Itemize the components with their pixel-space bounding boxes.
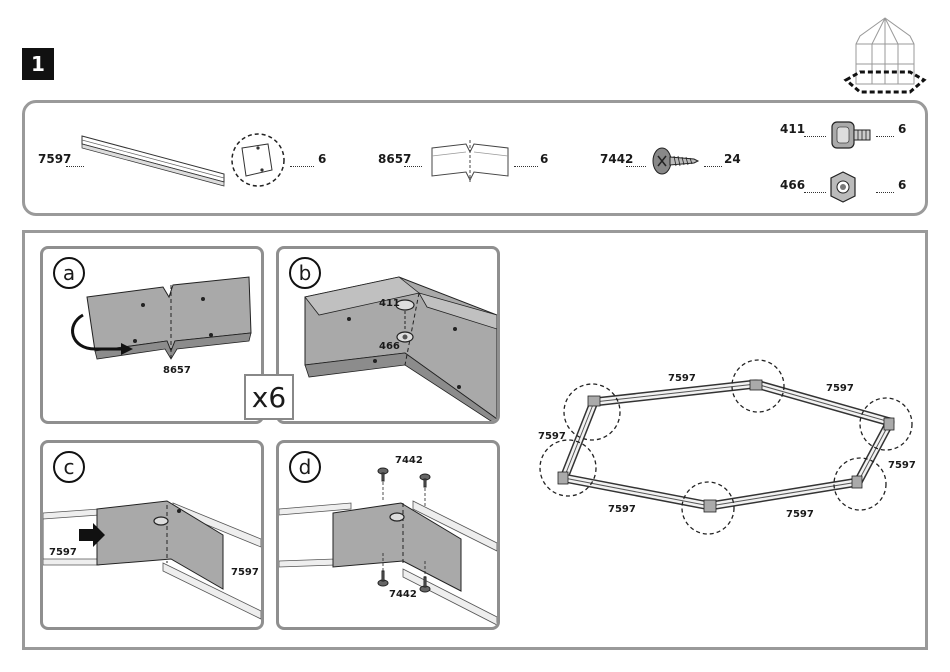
leader-dots xyxy=(876,192,894,193)
leader-dots xyxy=(514,166,538,167)
part-code-411: 411 xyxy=(780,122,805,136)
leader-dots xyxy=(626,166,646,167)
panel-c-right-rail-label: 7597 xyxy=(231,567,259,578)
step-panel-c: c 7597 7597 xyxy=(40,440,264,630)
panel-letter-c: c xyxy=(53,451,85,483)
step-number-badge: 1 xyxy=(22,48,54,80)
frame-edge-label-top-right: 7597 xyxy=(826,383,854,394)
leader-dots xyxy=(290,166,314,167)
part-code-7597: 7597 xyxy=(38,152,71,166)
leader-dots xyxy=(804,192,826,193)
part-qty-8657: 6 xyxy=(540,152,548,166)
frame-edge-label-right: 7597 xyxy=(888,460,916,471)
part-qty-466: 6 xyxy=(898,178,906,192)
leader-dots xyxy=(876,136,894,137)
panel-letter-d: d xyxy=(289,451,321,483)
frame-edge-label-bottom-right: 7597 xyxy=(786,509,814,520)
panel-b-nut-label: 466 xyxy=(379,341,400,352)
rail-7597-icon xyxy=(78,130,228,190)
bolt-411-icon xyxy=(828,118,872,152)
frame-edge-label-top: 7597 xyxy=(668,373,696,384)
part-code-7442: 7442 xyxy=(600,152,633,166)
greenhouse-thumbnail-icon xyxy=(842,14,928,98)
panel-a-part-label: 8657 xyxy=(163,365,191,376)
step-panel-b: b 411 466 xyxy=(276,246,500,424)
leader-dots xyxy=(804,136,826,137)
panel-d-bottom-screw-label: 7442 xyxy=(389,589,417,600)
detail-callout-circle xyxy=(228,130,288,190)
part-qty-411: 6 xyxy=(898,122,906,136)
hexagon-frame-overview xyxy=(530,350,920,550)
screw-7442-icon xyxy=(650,144,700,178)
step-panel-d: d 7442 7442 xyxy=(276,440,500,630)
part-qty-7597: 6 xyxy=(318,152,326,166)
part-code-8657: 8657 xyxy=(378,152,411,166)
panel-c-left-rail-label: 7597 xyxy=(49,547,77,558)
leader-dots xyxy=(404,166,422,167)
part-qty-7442: 24 xyxy=(724,152,741,166)
nut-466-icon xyxy=(828,170,858,204)
repeat-multiplier-badge: x6 xyxy=(244,374,294,420)
panel-d-top-screw-label: 7442 xyxy=(395,455,423,466)
panel-b-bolt-label: 411 xyxy=(379,298,400,309)
leader-dots xyxy=(704,166,722,167)
panel-letter-b: b xyxy=(289,257,321,289)
frame-edge-label-left: 7597 xyxy=(538,431,566,442)
corner-bracket-8657-icon xyxy=(430,136,512,184)
frame-edge-label-bottom-left: 7597 xyxy=(608,504,636,515)
part-code-466: 466 xyxy=(780,178,805,192)
panel-letter-a: a xyxy=(53,257,85,289)
step-panel-a: a 8657 xyxy=(40,246,264,424)
